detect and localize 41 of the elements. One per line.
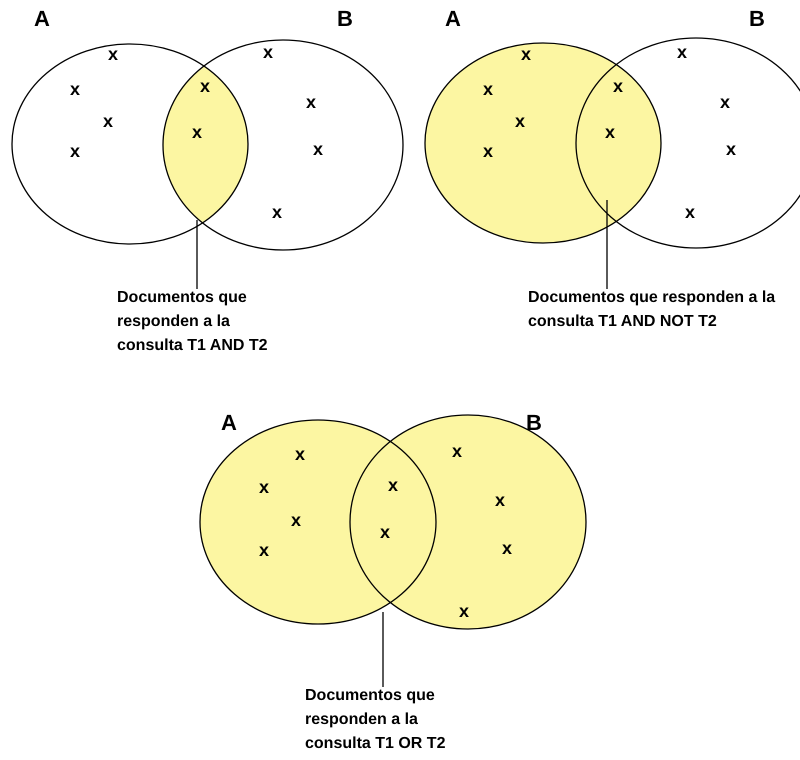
element-marker: x <box>726 140 736 158</box>
element-marker: x <box>263 43 273 62</box>
set-label: A <box>221 410 237 436</box>
element-marker: x <box>306 93 316 112</box>
element-marker: x <box>502 539 512 558</box>
element-marker: x <box>192 123 202 142</box>
element-marker: x <box>452 442 462 460</box>
set-label: B <box>526 410 542 436</box>
element-marker: x <box>515 112 525 130</box>
element-marker: x <box>200 77 210 96</box>
element-marker: x <box>70 142 80 160</box>
element-marker: x <box>483 142 493 160</box>
leader-line <box>606 200 608 289</box>
element-marker: x <box>380 523 390 542</box>
element-marker: x <box>388 476 398 494</box>
set-label: A <box>445 6 461 32</box>
element-marker: x <box>259 541 269 560</box>
callout-text: Documentos que responden a la consulta T1 OR T2 <box>305 684 485 756</box>
element-marker: x <box>685 203 695 222</box>
set-label: B <box>337 6 353 32</box>
callout-text: Documentos que responden a la consulta T1 AND NOT T2 <box>528 286 788 334</box>
callout-text: Documentos que responden a la consulta T1 AND T2 <box>117 286 297 358</box>
element-marker: x <box>459 602 469 620</box>
leader-line <box>382 612 384 687</box>
element-marker: x <box>521 45 531 64</box>
element-marker: x <box>70 80 80 98</box>
element-marker: x <box>720 93 730 112</box>
element-marker: x <box>605 123 615 142</box>
element-marker: x <box>295 445 305 464</box>
element-marker: x <box>677 43 687 62</box>
element-marker: x <box>108 45 118 64</box>
set-label: B <box>749 6 765 32</box>
element-marker: x <box>272 203 282 222</box>
element-marker: x <box>259 478 269 496</box>
element-marker: x <box>613 77 623 96</box>
element-marker: x <box>291 511 301 530</box>
element-marker: x <box>103 112 113 130</box>
element-marker: x <box>313 140 323 158</box>
element-marker: x <box>483 80 493 98</box>
element-marker: x <box>495 491 505 510</box>
set-label: A <box>34 6 50 32</box>
